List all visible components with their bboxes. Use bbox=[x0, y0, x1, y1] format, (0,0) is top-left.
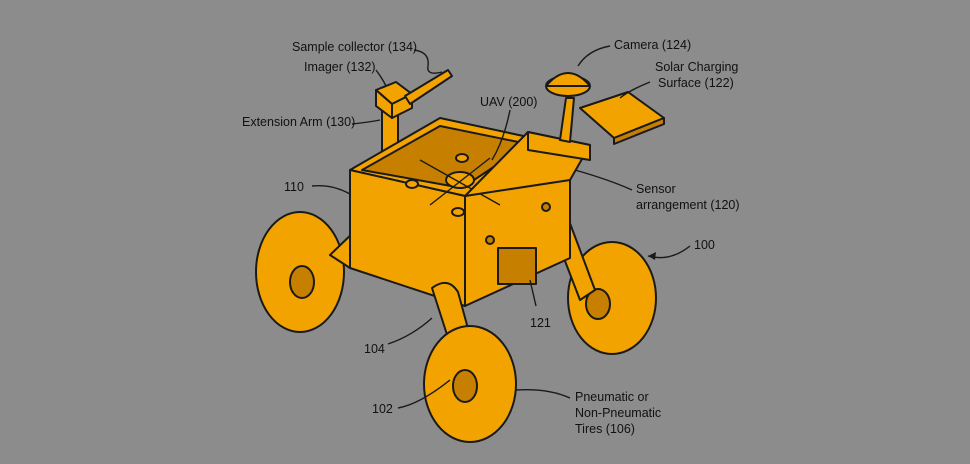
label-uav: UAV (200) bbox=[480, 95, 538, 109]
wheel-rear-left bbox=[255, 211, 345, 333]
body-side bbox=[464, 177, 571, 307]
leader-lines bbox=[311, 45, 691, 409]
camera bbox=[545, 72, 591, 143]
label-102: 102 bbox=[372, 402, 393, 416]
label-camera: Camera (124) bbox=[614, 38, 692, 52]
compartment-121 bbox=[497, 247, 537, 285]
arrowhead-100 bbox=[648, 252, 656, 260]
label-104: 104 bbox=[364, 342, 385, 356]
solar-surface bbox=[579, 91, 665, 145]
imager-sample-collector bbox=[404, 69, 453, 105]
label-sensor-line1: Sensor bbox=[636, 182, 676, 196]
label-tires-line2: Non-Pneumatic bbox=[575, 406, 662, 420]
label-sample-collector: Sample collector (134) bbox=[292, 40, 418, 54]
label-121: 121 bbox=[530, 316, 551, 330]
uav bbox=[405, 153, 507, 217]
label-extension-arm: Extension Arm (130) bbox=[242, 115, 356, 129]
label-solar-line1: Solar Charging bbox=[655, 60, 739, 74]
rover-body bbox=[349, 117, 571, 307]
wheel-front bbox=[423, 325, 517, 443]
label-imager: Imager (132) bbox=[304, 60, 376, 74]
label-sensor-line2: arrangement (120) bbox=[636, 198, 740, 212]
extension-arm bbox=[375, 69, 453, 166]
wheel-rear-right bbox=[567, 241, 657, 355]
sensor-arrangement bbox=[464, 131, 591, 245]
label-tires-line1: Pneumatic or bbox=[575, 390, 649, 404]
label-solar-line2: Surface (122) bbox=[658, 76, 734, 90]
label-tires-line3: Tires (106) bbox=[575, 422, 635, 436]
label-110: 110 bbox=[284, 180, 304, 194]
label-100: 100 bbox=[694, 238, 715, 252]
